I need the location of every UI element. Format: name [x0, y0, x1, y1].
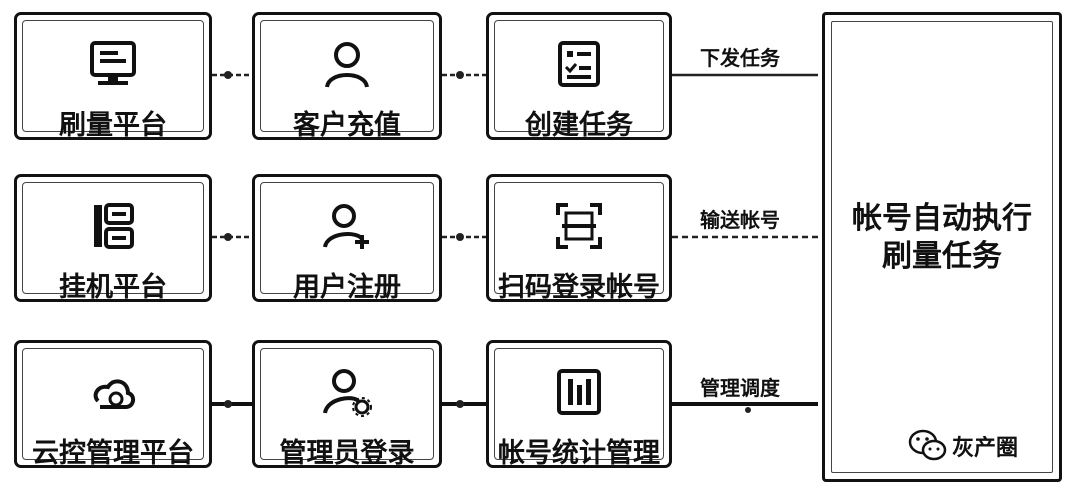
user-add-icon: [323, 204, 369, 249]
joint-markers: [224, 71, 751, 413]
cloud-icon: [93, 379, 135, 409]
node-customer-recharge: 客户充值: [252, 12, 442, 141]
target-title: 帐号自动执行 刷量任务: [825, 200, 1059, 276]
edge-label-row1: 下发任务: [700, 46, 780, 70]
target-line1: 帐号自动执行: [852, 201, 1032, 236]
node-label: 用户注册: [293, 272, 401, 303]
qr-scan-icon: [556, 203, 602, 249]
server-icon: [94, 203, 134, 249]
monitor-icon: [90, 41, 136, 85]
node-scan-login: 扫码登录帐号: [486, 174, 672, 303]
node-label: 帐号统计管理: [498, 438, 660, 469]
watermark-text: 灰产圈: [952, 436, 1019, 461]
node-create-task: 创建任务: [486, 12, 672, 141]
node-label: 创建任务: [525, 110, 633, 141]
watermark: 灰产圈: [908, 428, 1018, 464]
node-label: 管理员登录: [279, 438, 415, 469]
stats-icon: [557, 369, 601, 415]
edge-label-row2: 输送帐号: [700, 208, 780, 232]
node-label: 挂机平台: [59, 272, 167, 303]
node-account-stats: 帐号统计管理: [486, 340, 672, 469]
node-user-registration: 用户注册: [252, 174, 442, 303]
target-line2: 刷量任务: [882, 239, 1002, 274]
node-label: 云控管理平台: [32, 438, 194, 469]
task-list-icon: [558, 41, 600, 87]
wechat-icon: [908, 429, 947, 461]
node-label: 客户充值: [293, 110, 401, 141]
user-icon: [325, 42, 369, 88]
node-hosting-platform: 挂机平台: [14, 174, 212, 303]
node-label: 扫码登录帐号: [498, 272, 660, 303]
edge-label-row3: 管理调度: [700, 376, 780, 400]
node-admin-login: 管理员登录: [252, 340, 442, 469]
admin-user-icon: [323, 369, 372, 417]
node-brushing-platform: 刷量平台: [14, 12, 212, 141]
target-box: 帐号自动执行 刷量任务: [822, 12, 1062, 482]
node-cloud-control-platform: 云控管理平台: [14, 340, 212, 469]
node-label: 刷量平台: [59, 110, 167, 141]
